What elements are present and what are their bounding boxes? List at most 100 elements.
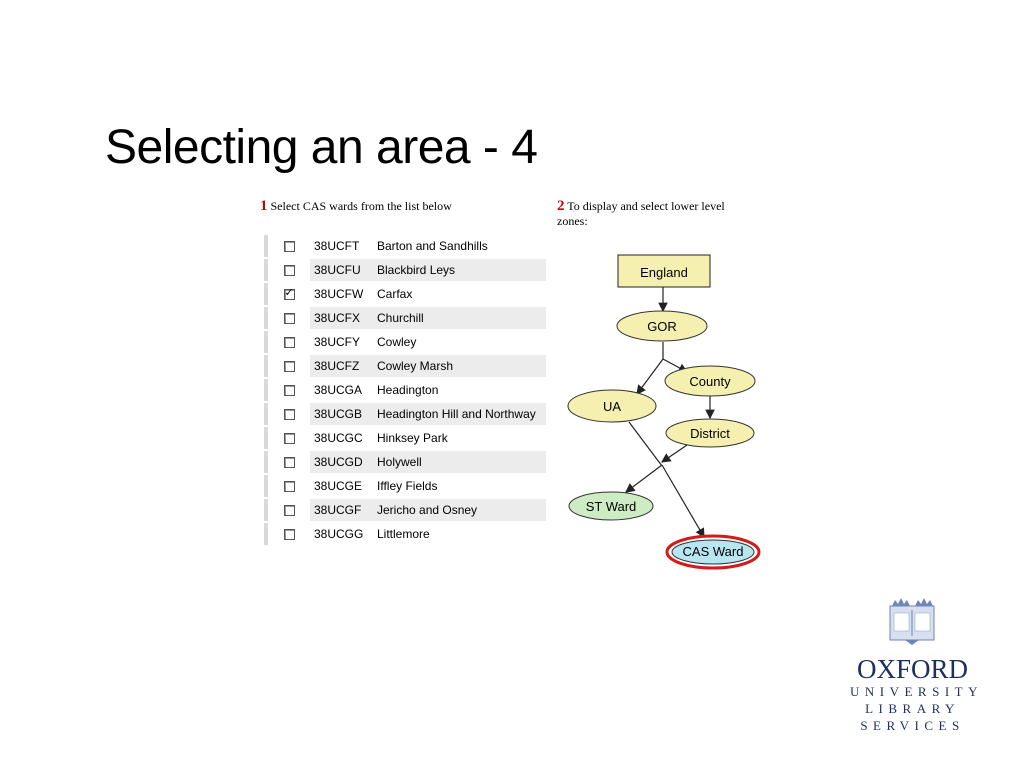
ward-name: Cowley Marsh [373,353,546,379]
ward-checkbox-cell [268,233,310,259]
row-gutter [264,401,268,427]
ward-checkbox[interactable] [283,529,295,541]
ward-checkbox[interactable] [283,286,295,301]
node-county[interactable]: County [664,365,756,397]
svg-text:England: England [640,265,688,280]
ward-name: Iffley Fields [373,473,546,499]
ward-name: Barton and Sandhills [373,233,546,259]
ward-code: 38UCGB [310,401,373,427]
row-gutter [264,425,268,451]
row-gutter [264,521,268,547]
svg-text:UA: UA [603,399,621,414]
ward-checkbox-cell [268,329,310,355]
ward-checkbox-cell [268,281,310,307]
step1-instruction: 1 Select CAS wards from the list below [260,199,452,214]
ward-code: 38UCFY [310,329,373,355]
node-england[interactable]: England [617,254,711,288]
step2-text: To display and select lower level zones: [557,199,725,228]
ward-checkbox[interactable] [283,409,295,421]
logo-library: LIBRARY [865,701,960,716]
ward-checkbox-cell [268,257,310,283]
oxford-university-library-services-logo: OXFORD UNIVERSITY LIBRARY SERVICES [850,596,983,734]
node-district[interactable]: District [665,418,755,448]
ward-checkbox-cell [268,377,310,403]
row-gutter [264,377,268,403]
crest-icon [889,598,935,645]
ward-name: Blackbird Leys [373,257,546,283]
ward-checkbox[interactable] [283,313,295,325]
ward-code: 38UCFX [310,305,373,331]
slide-title: Selecting an area - 4 [105,121,538,174]
ward-checkbox-cell [268,473,310,499]
ward-checkbox[interactable] [283,361,295,373]
row-gutter [264,473,268,499]
edge-gor-ua [636,358,664,395]
ward-name: Churchill [373,305,546,331]
ward-checkbox[interactable] [283,457,295,469]
ward-checkbox-cell [268,449,310,475]
ward-code: 38UCGE [310,473,373,499]
ward-checkbox-cell [268,353,310,379]
row-gutter [264,329,268,355]
ward-checkbox-cell [268,521,310,547]
edge-to-stward [625,464,663,493]
ward-code: 38UCGA [310,377,373,403]
ward-name: Hinksey Park [373,425,546,451]
ward-name: Carfax [373,281,546,307]
row-gutter [264,353,268,379]
ward-name: Holywell [373,449,546,475]
ward-code: 38UCFZ [310,353,373,379]
ward-checkbox[interactable] [283,241,295,253]
svg-text:ST Ward: ST Ward [586,499,637,514]
step2-instruction: 2 To display and select lower level zone… [557,199,757,229]
ward-code: 38UCFU [310,257,373,283]
ward-code: 38UCFW [310,281,373,307]
ward-checkbox[interactable] [283,505,295,517]
step1-number: 1 [260,198,268,214]
step1-text: Select CAS wards from the list below [270,199,452,213]
row-gutter [264,449,268,475]
node-cas-ward[interactable]: CAS Ward [665,534,761,570]
row-gutter [264,281,268,307]
logo-university: UNIVERSITY [850,684,983,699]
node-st-ward[interactable]: ST Ward [568,491,654,521]
node-gor[interactable]: GOR [616,310,708,342]
ward-checkbox[interactable] [283,265,295,277]
row-gutter [264,497,268,523]
ward-code: 38UCGG [310,521,373,547]
ward-checkbox[interactable] [283,481,295,493]
ward-checkbox-cell [268,305,310,331]
ward-checkbox[interactable] [283,337,295,349]
ward-checkbox-cell [268,425,310,451]
ward-name: Jericho and Osney [373,497,546,523]
ward-name: Headington [373,377,546,403]
node-ua[interactable]: UA [567,389,657,423]
logo-services: SERVICES [860,718,965,733]
row-gutter [264,257,268,283]
ward-code: 38UCFT [310,233,373,259]
ward-checkbox-cell [268,497,310,523]
svg-text:CAS Ward: CAS Ward [683,544,744,559]
ward-checkbox[interactable] [283,385,295,397]
selected-highlight-ring [665,534,761,570]
edge-to-casward [661,464,705,539]
logo-oxford: OXFORD [856,654,969,684]
ward-checkbox[interactable] [283,433,295,445]
ward-code: 38UCGC [310,425,373,451]
edge-ua-join [628,421,663,467]
edge-district-join [661,442,691,463]
